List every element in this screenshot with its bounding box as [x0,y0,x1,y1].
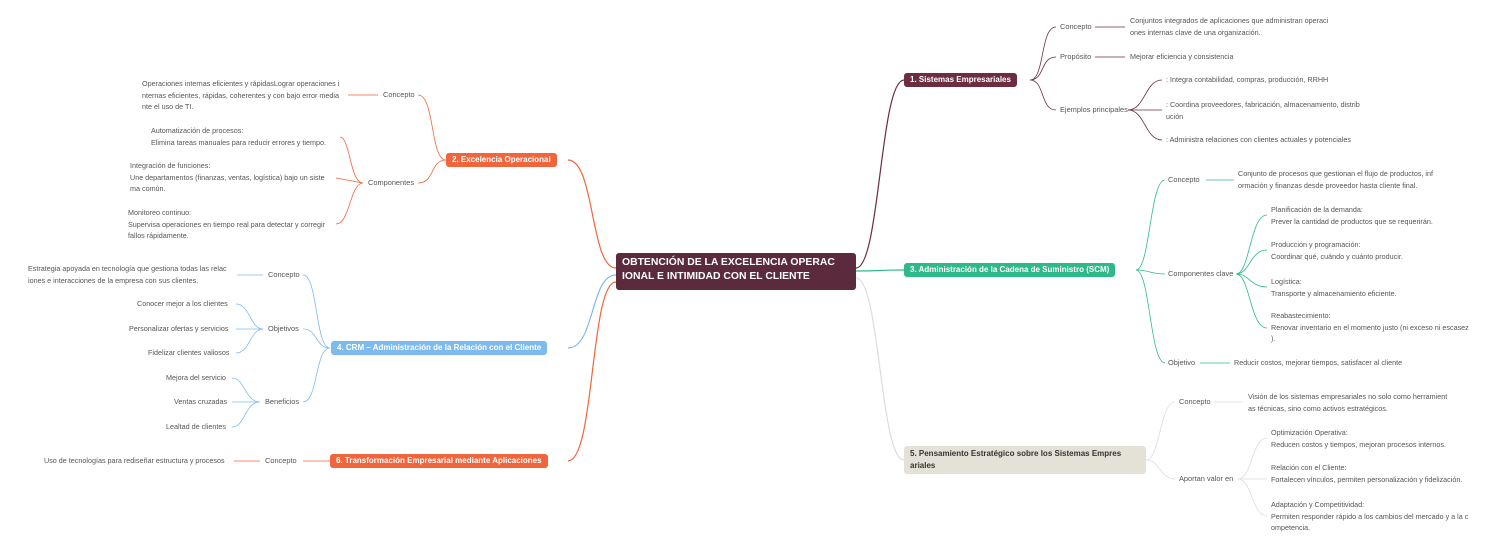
b3-objetivo-text[interactable]: Reducir costos, mejorar tiempos, satisfa… [1234,358,1403,367]
b4-beneficio-2[interactable]: Ventas cruzadas [174,397,228,406]
b4-objetivo-1[interactable]: Conocer mejor a los clientes [137,299,228,308]
b5-concepto-text[interactable]: Visión de los sistemas empresariales no … [1248,392,1448,413]
b4-objetivos-label[interactable]: Objetivos [268,324,299,333]
b6-concepto-text[interactable]: Uso de tecnologías para rediseñar estruc… [44,456,225,465]
b3-componente-4[interactable]: Reabastecimiento: Renovar inventario en … [1271,311,1469,343]
b5-concepto-label[interactable]: Concepto [1179,397,1211,406]
b4-concepto-label[interactable]: Concepto [268,270,300,279]
b4-concepto-text[interactable]: Estrategia apoyada en tecnología que ges… [28,264,227,285]
b4-objetivo-3[interactable]: Fidelizar clientes valiosos [148,348,230,357]
b1-ejemplo-2[interactable]: : Coordina proveedores, fabricación, alm… [1166,100,1360,121]
b2-componentes-label[interactable]: Componentes [368,178,415,187]
b2-concepto-label[interactable]: Concepto [383,90,415,99]
b4-beneficios-label[interactable]: Beneficios [265,397,300,406]
b1-ejemplos-label[interactable]: Ejemplos principales [1060,105,1128,114]
b3-concepto-text[interactable]: Conjunto de procesos que gestionan el fl… [1238,169,1433,190]
b1-proposito-text[interactable]: Mejorar eficiencia y consistencia [1130,52,1234,61]
b5-aporte-1[interactable]: Optimización Operativa: Reducen costos y… [1271,428,1446,449]
root-topic[interactable]: OBTENCIÓN DE LA EXCELENCIA OPERAC IONAL … [616,253,856,290]
b2-componente-3[interactable]: Monitoreo continuo: Supervisa operacione… [128,208,325,240]
b3-componente-2[interactable]: Producción y programación: Coordinar qué… [1271,240,1403,261]
b1-concepto-text[interactable]: Conjuntos integrados de aplicaciones que… [1130,16,1329,37]
b1-concepto-label[interactable]: Concepto [1060,22,1092,31]
branch-cadena-suministro[interactable]: 3. Administración de la Cadena de Sumini… [904,263,1116,277]
b1-proposito-label[interactable]: Propósito [1060,52,1092,61]
b5-aporte-2[interactable]: Relación con el Cliente: Fortalecen vínc… [1271,463,1463,484]
b4-beneficio-1[interactable]: Mejora del servicio [166,373,226,382]
branch-sistemas-empresariales[interactable]: 1. Sistemas Empresariales [904,73,1017,87]
b3-componentes-label[interactable]: Componentes clave [1168,269,1234,278]
b6-concepto-label[interactable]: Concepto [265,456,297,465]
b4-beneficio-3[interactable]: Lealtad de clientes [166,422,226,431]
b1-ejemplo-3[interactable]: : Administra relaciones con clientes act… [1166,135,1351,144]
branch-excelencia-operacional[interactable]: 2. Excelencia Operacional [446,153,557,167]
b3-concepto-label[interactable]: Concepto [1168,175,1200,184]
b3-componente-3[interactable]: Logística: Transporte y almacenamiento e… [1271,277,1397,298]
branch-crm[interactable]: 4. CRM – Administración de la Relación c… [331,341,548,355]
branch-pensamiento-estrategico[interactable]: 5. Pensamiento Estratégico sobre los Sis… [904,446,1146,474]
b2-componente-1[interactable]: Automatización de procesos: Elimina tare… [151,126,326,147]
b4-objetivo-2[interactable]: Personalizar ofertas y servicios [129,324,229,333]
b3-componente-1[interactable]: Planificación de la demanda: Prever la c… [1271,205,1433,226]
b5-aporte-3[interactable]: Adaptación y Competitividad: Permiten re… [1271,500,1469,532]
b2-componente-2[interactable]: Integración de funciones: Une departamen… [130,161,325,193]
b5-aportan-label[interactable]: Aportan valor en [1179,474,1234,483]
b3-objetivo-label[interactable]: Objetivo [1168,358,1196,367]
branch-transformacion-empresarial[interactable]: 6. Transformación Empresarial mediante A… [330,454,548,468]
b2-concepto-text[interactable]: Operaciones internas eficientes y rápida… [142,79,340,111]
b1-ejemplo-1[interactable]: : Integra contabilidad, compras, producc… [1166,75,1329,84]
